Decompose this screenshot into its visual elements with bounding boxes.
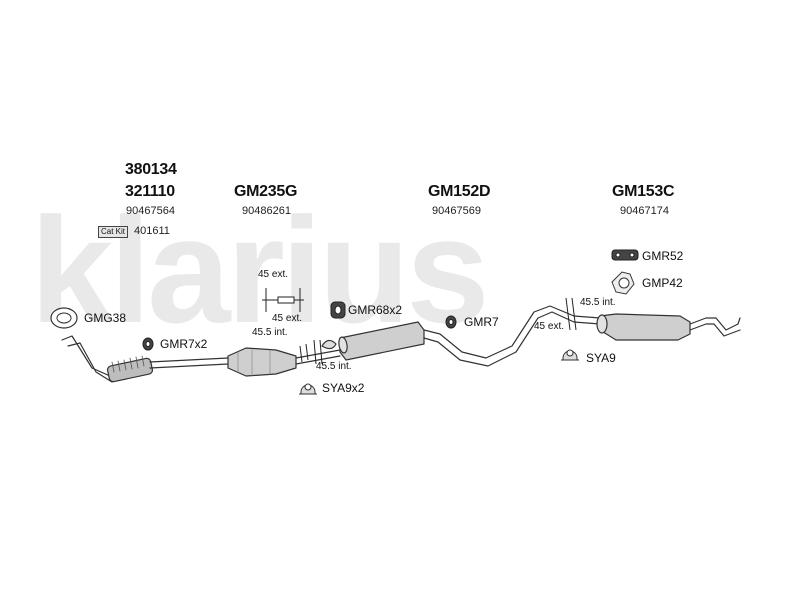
dimension-label: 45.5 int. [316,361,352,372]
joint-bracket [321,339,337,350]
part-code: 321110 [125,183,175,200]
reference-number: 90467564 [126,205,175,217]
cat-inlet-pipe [149,357,229,363]
tail-trim-icon [611,271,635,295]
tailpipe [689,317,741,331]
front-pipe-lower [67,342,113,383]
mid-pipe [295,349,341,359]
part-label-gmg38: GMG38 [84,311,127,325]
intermediate-pipe [423,305,601,359]
part-label-gmp42: GMP42 [642,276,683,290]
dimension-label: 45.5 int. [252,327,288,338]
part-label-gmr7: GMR7 [464,315,499,329]
catalytic-converter [227,347,297,377]
front-pipe [61,335,111,377]
flex-pipe [106,357,154,383]
reference-number: 90486261 [242,205,291,217]
rear-silencer [599,313,691,341]
part-code: 380134 [125,161,177,178]
reference-number: 90467569 [432,205,481,217]
rubber-mount-icon [445,315,457,329]
centre-silencer [339,321,425,361]
dimension-label: 45.5 int. [580,297,616,308]
part-label-gmr52: GMR52 [642,249,684,263]
mid-pipe-lower [295,355,341,365]
part-label-sya9x2: SYA9x2 [322,381,365,395]
cat-kit-badge: Cat Kit [98,226,129,238]
rubber-mount-icon [611,249,639,261]
dimension-markers [262,288,577,365]
clamp-icon [299,383,317,395]
part-code: GM152D [428,183,491,200]
dimension-label: 45 ext. [534,321,565,332]
part-label-gmr68x2: GMR68x2 [348,303,403,317]
part-label-gmr7x2: GMR7x2 [160,337,208,351]
cat-inlet-pipe-lower [149,363,229,369]
clamp-icon [561,349,579,361]
reference-number: 90467174 [620,205,669,217]
dimension-label: 45 ext. [272,313,303,324]
dimension-label: 45 ext. [258,269,289,280]
part-label-sya9: SYA9 [586,351,616,365]
rubber-mount-icon [142,337,154,351]
rubber-mount-icon [330,301,346,319]
tailpipe-lower [689,323,741,337]
part-code: GM153C [612,183,675,200]
cat-kit-number: 401611 [134,225,170,237]
intermediate-pipe-lower [423,311,601,367]
part-code: GM235G [234,183,298,200]
